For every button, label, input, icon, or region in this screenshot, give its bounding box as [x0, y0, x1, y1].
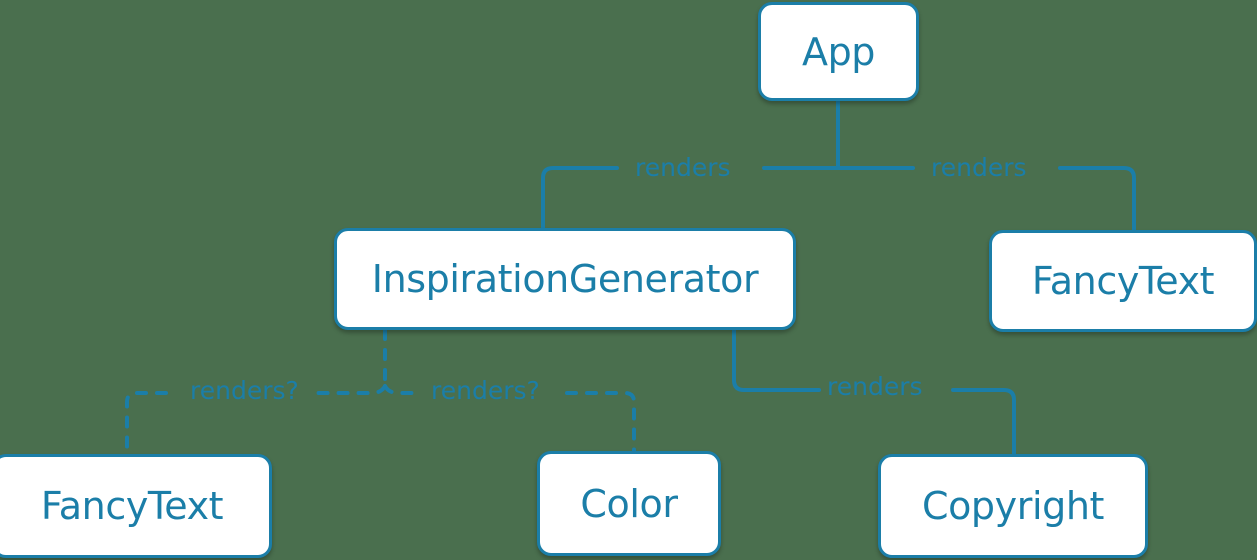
edge-app-fancytext — [836, 166, 1136, 232]
edge-label-inspiration-copyright: renders — [827, 372, 923, 401]
edge-label-app-fancytext: renders — [931, 153, 1027, 182]
node-app[interactable]: App — [758, 2, 919, 101]
node-app-label: App — [801, 29, 876, 74]
node-fancytext-right-label: FancyText — [1031, 259, 1215, 303]
edge-app-inspiration — [541, 166, 840, 230]
node-copyright-label: Copyright — [921, 484, 1105, 528]
node-fancytext-left-label: FancyText — [40, 484, 224, 528]
edge-label-inspiration-fancytext: renders? — [190, 376, 299, 405]
edge-label-inspiration-color: renders? — [431, 376, 540, 405]
edge-inspiration-color — [383, 384, 636, 453]
edge-label-app-inspiration: renders — [635, 153, 731, 182]
node-inspiration-generator[interactable]: InspirationGenerator — [334, 228, 796, 330]
edge-inspiration-copyright — [732, 328, 1016, 456]
node-color-label: Color — [580, 481, 678, 526]
node-copyright[interactable]: Copyright — [878, 454, 1148, 558]
node-fancytext-left[interactable]: FancyText — [0, 454, 272, 558]
node-fancytext-right[interactable]: FancyText — [989, 230, 1257, 332]
node-color[interactable]: Color — [537, 451, 721, 556]
node-inspiration-generator-label: InspirationGenerator — [371, 257, 759, 301]
